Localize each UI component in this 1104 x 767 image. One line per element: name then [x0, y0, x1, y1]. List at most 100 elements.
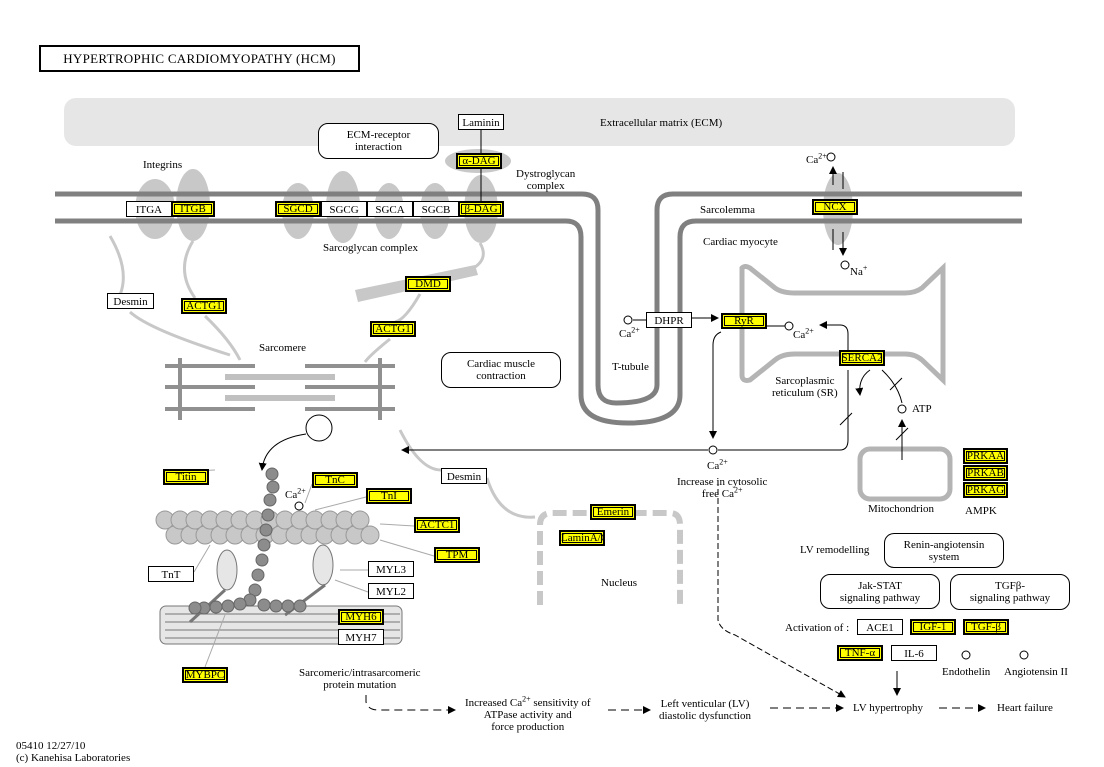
- gene-node-prkag[interactable]: PRKAG: [963, 482, 1008, 498]
- label-text: Sarcomeric/intrasarcomeric: [299, 667, 421, 679]
- label-nucleus: Nucleus: [601, 577, 638, 589]
- label-text: 2+: [719, 457, 728, 467]
- leader-lines: [193, 469, 435, 668]
- gene-node-tnc[interactable]: TnC: [312, 472, 358, 488]
- mybpc-bead: [265, 467, 279, 481]
- label-text: 2+: [631, 325, 640, 335]
- footer-id-date: 05410 12/27/10: [16, 740, 86, 752]
- mybpc-bead: [261, 508, 275, 522]
- gene-node-desmin[interactable]: Desmin: [441, 468, 487, 484]
- mybpc-bead: [251, 568, 265, 582]
- label-text: Ca: [619, 328, 632, 340]
- gene-node-sgcb[interactable]: SGCB: [413, 201, 459, 217]
- gene-node-prkab[interactable]: PRKAB: [963, 465, 1008, 481]
- actin-bead: [360, 525, 380, 545]
- label-text: 2+: [818, 151, 827, 161]
- label-text: sensitivity of: [533, 697, 591, 709]
- label-lv-dysfunction: Left venticular (LV)diastolic dysfunctio…: [659, 698, 751, 722]
- gene-node-sgcd[interactable]: SGCD: [275, 201, 321, 217]
- gene-node-ace1[interactable]: ACE1: [857, 619, 903, 635]
- gene-node-il6[interactable]: IL-6: [891, 645, 937, 661]
- gene-node-itgb[interactable]: ITGB: [171, 201, 215, 217]
- label-na: Na+: [850, 264, 867, 278]
- gene-node-igf1[interactable]: IGF-1: [910, 619, 956, 635]
- gene-node-desmin[interactable]: Desmin: [107, 293, 154, 309]
- gene-node-myh6[interactable]: MYH6: [338, 609, 384, 625]
- label-text: 2+: [522, 694, 531, 704]
- label-text: 2+: [733, 485, 743, 495]
- gene-node-dhpr[interactable]: DHPR: [646, 312, 692, 328]
- gene-node-myh7[interactable]: MYH7: [338, 629, 384, 645]
- gene-node-actg1[interactable]: ACTG1: [181, 298, 227, 314]
- map-label: TGFβ-: [994, 580, 1026, 592]
- mybpc-bead: [221, 599, 235, 613]
- footer-copyright: (c) Kanehisa Laboratories: [16, 752, 131, 764]
- gene-node-actc1[interactable]: ACTC1: [414, 517, 460, 533]
- ecm-band: [64, 98, 1015, 146]
- gene-node-tgf[interactable]: TGF-β: [963, 619, 1009, 635]
- gene-node-dmd[interactable]: DMD: [405, 276, 451, 292]
- mybpc-chain: [188, 467, 307, 615]
- label-text: Na: [850, 266, 863, 278]
- label-text: 2+: [297, 486, 306, 496]
- label-text: Increased Ca: [465, 697, 523, 709]
- gene-node-tni[interactable]: TnI: [366, 488, 412, 504]
- gene-node-tnt[interactable]: TnT: [148, 566, 194, 582]
- label-text: ATPase activity and: [483, 709, 572, 721]
- mybpc-bead: [263, 493, 277, 507]
- label-mitochondrion: Mitochondrion: [868, 503, 934, 515]
- gene-node-sgcg[interactable]: SGCG: [321, 201, 367, 217]
- gene-node-actg1[interactable]: ACTG1: [370, 321, 416, 337]
- nuclear-envelope: [537, 510, 683, 605]
- label-cardiac-myocyte: Cardiac myocyte: [703, 236, 778, 248]
- cytoskeleton-links: [108, 235, 536, 519]
- gene-node-myl3[interactable]: MYL3: [368, 561, 414, 577]
- mybpc-bead: [209, 600, 223, 614]
- gene-node-sgca[interactable]: SGCA: [367, 201, 413, 217]
- gene-node-myl2[interactable]: MYL2: [368, 583, 414, 599]
- map-label: signaling pathway: [969, 592, 1051, 604]
- gene-node-itga[interactable]: ITGA: [126, 201, 172, 217]
- gene-node-mybpc[interactable]: MYBPC: [182, 667, 228, 683]
- label-heart-failure: Heart failure: [997, 702, 1053, 714]
- gene-node-dag[interactable]: α-DAG: [456, 153, 502, 169]
- label-text: Ca: [793, 329, 806, 341]
- gene-node-serca2[interactable]: SERCA2: [839, 350, 885, 366]
- map-tgfb-signaling[interactable]: TGFβ-signaling pathway: [950, 574, 1070, 610]
- mybpc-bead: [281, 599, 295, 613]
- mybpc-bead: [257, 538, 271, 552]
- label-t-tubule: T-tubule: [612, 361, 649, 373]
- label-text: Increase in cytosolic: [677, 476, 768, 488]
- label-text: Ca: [806, 154, 819, 166]
- map-label: system: [928, 550, 960, 563]
- label-text: Ca: [285, 489, 298, 501]
- gene-node-tpm[interactable]: TPM: [434, 547, 480, 563]
- gene-node-tnf[interactable]: TNF-α: [837, 645, 883, 661]
- gene-node-dag[interactable]: β-DAG: [458, 201, 504, 217]
- gene-node-prkaa[interactable]: PRKAA: [963, 448, 1008, 464]
- mybpc-bead: [255, 553, 269, 567]
- gene-node-laminin[interactable]: Laminin: [458, 114, 504, 130]
- gene-node-laminac[interactable]: LaminA/C: [559, 530, 605, 546]
- label-endothelin: Endothelin: [942, 666, 991, 678]
- mybpc-bead: [233, 597, 247, 611]
- gene-node-titin[interactable]: Titin: [163, 469, 209, 485]
- actin-bead: [350, 510, 370, 530]
- map-label: Renin-angiotensin: [903, 538, 985, 551]
- mybpc-bead: [269, 599, 283, 613]
- label-angiotensin-ii: Angiotensin II: [1004, 666, 1068, 678]
- gene-node-emerin[interactable]: Emerin: [590, 504, 636, 520]
- label-text: 2+: [805, 326, 814, 336]
- gene-node-ncx[interactable]: NCX: [812, 199, 858, 215]
- gene-node-ryr[interactable]: RyR: [721, 313, 767, 329]
